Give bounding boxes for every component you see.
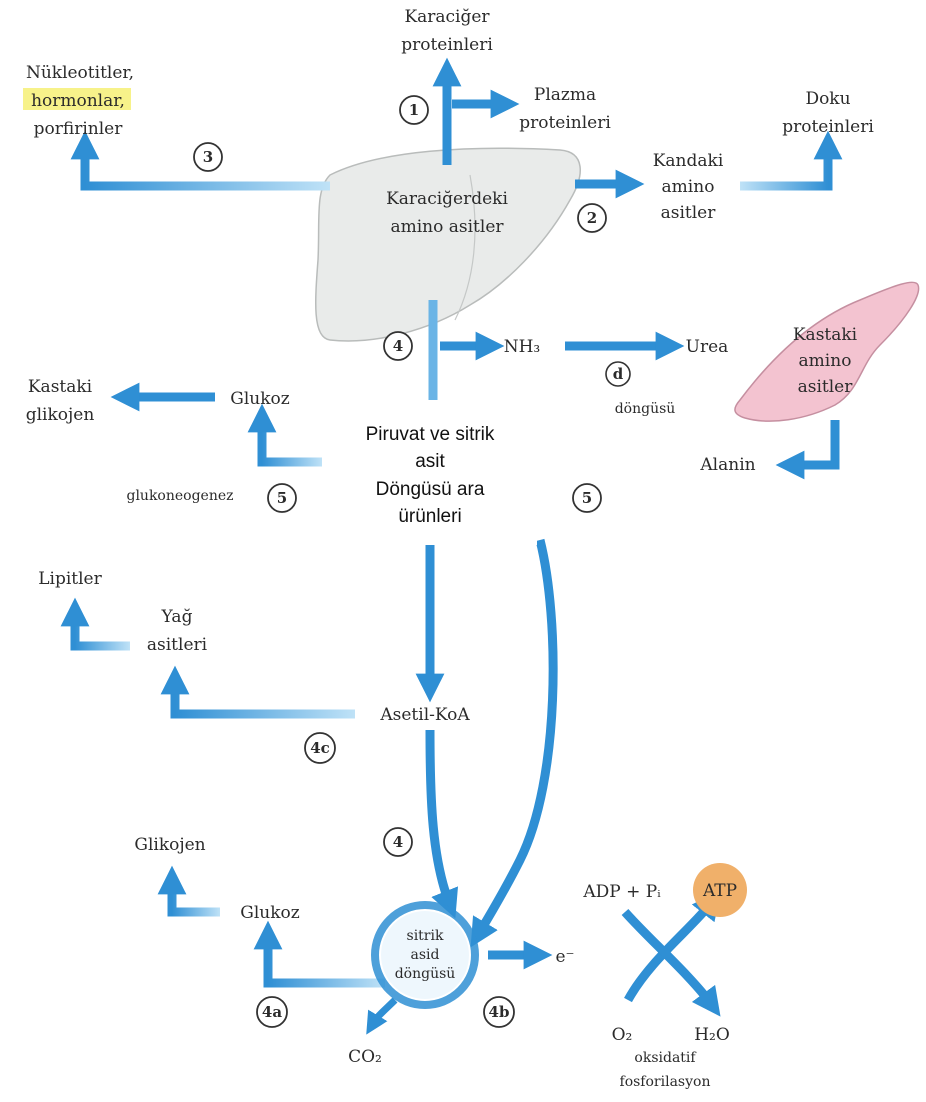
- muscle-shape: [734, 281, 920, 422]
- arrow-adp-curve: [621, 909, 721, 1017]
- label-urea: Urea: [686, 337, 729, 357]
- label-kastaki-amino-1: Kastaki: [793, 325, 858, 345]
- svg-text:4: 4: [393, 833, 403, 851]
- citric-cycle-inner: [381, 911, 469, 999]
- arrow-to-co2: [366, 997, 398, 1035]
- step-5-right: 5: [572, 483, 602, 513]
- step-4-mid: 4: [383, 827, 413, 857]
- svg-text:4: 4: [393, 337, 403, 355]
- label-oksidatif-2: fosforilasyon: [620, 1074, 711, 1090]
- step-4b: 4b: [483, 996, 515, 1028]
- label-co2: CO₂: [348, 1047, 382, 1067]
- label-yag-1: Yağ: [161, 607, 193, 627]
- label-adp: ADP + Pᵢ: [582, 882, 661, 902]
- step-1: 1: [399, 95, 429, 125]
- step-markers: 1 3 2 4 d 5 5 4c 4 4a 4b: [193, 95, 631, 1028]
- label-karaciger-proteinleri-2: proteinleri: [401, 35, 493, 55]
- arrow-muscle-to-alanine: [775, 420, 840, 480]
- label-oksidatif-1: oksidatif: [634, 1050, 697, 1066]
- label-doku-proteinleri-1: Doku: [805, 89, 850, 109]
- label-yag-2: asitleri: [147, 635, 208, 655]
- label-h2o: H₂O: [694, 1025, 730, 1045]
- step-5-left: 5: [267, 483, 297, 513]
- label-glukoz-bottom: Glukoz: [240, 903, 300, 923]
- central-box: [322, 405, 537, 545]
- label-doku-proteinleri-2: proteinleri: [782, 117, 874, 137]
- label-o2: O₂: [612, 1025, 633, 1045]
- label-atp: ATP: [702, 881, 737, 901]
- step-2: 2: [577, 203, 607, 233]
- svg-text:5: 5: [277, 489, 287, 507]
- box-line-1: Piruvat ve sitrik: [366, 424, 495, 445]
- step-4c: 4c: [304, 732, 336, 764]
- label-kandaki-2: amino: [662, 177, 715, 197]
- label-glukoz-top: Glukoz: [230, 389, 290, 409]
- label-kandaki-1: Kandaki: [653, 151, 724, 171]
- labels: Karaciğer proteinleri Plazma proteinleri…: [26, 7, 875, 1090]
- label-asetil-koa: Asetil-KoA: [379, 705, 470, 725]
- label-lipitler: Lipitler: [38, 569, 102, 589]
- label-kastaki-amino-2: amino: [799, 351, 852, 371]
- label-kastaki-glikojen-2: glikojen: [26, 405, 95, 425]
- svg-text:2: 2: [587, 209, 597, 227]
- citric-cycle-ring: [371, 901, 479, 1009]
- label-plazma-proteinleri-2: proteinleri: [519, 113, 611, 133]
- svg-text:d: d: [613, 365, 624, 383]
- label-e-minus: e⁻: [555, 947, 574, 967]
- label-karacigerdeki-1: Karaciğerdeki: [386, 189, 508, 209]
- box-line-3: Döngüsü ara: [376, 479, 485, 500]
- svg-text:1: 1: [409, 101, 419, 119]
- step-3: 3: [193, 142, 223, 172]
- label-kastaki-glikojen-1: Kastaki: [28, 377, 93, 397]
- label-karacigerdeki-2: amino asitler: [390, 217, 504, 237]
- arrow-to-lipids: [60, 597, 130, 651]
- label-karaciger-proteinleri-1: Karaciğer: [404, 7, 490, 27]
- box-line-4: ürünleri: [398, 506, 461, 527]
- svg-text:4c: 4c: [310, 739, 330, 757]
- step-4a: 4a: [256, 996, 288, 1028]
- label-dongusu: döngüsü: [615, 401, 676, 417]
- atp-circle: [693, 863, 747, 917]
- label-porfirinler: porfirinler: [34, 119, 124, 139]
- svg-text:4a: 4a: [262, 1003, 282, 1021]
- liver-lobe-line: [454, 174, 476, 321]
- arrow-box-to-cycle: [470, 538, 558, 948]
- step-4d: d: [605, 361, 631, 387]
- svg-text:4b: 4b: [489, 1003, 510, 1021]
- label-kandaki-3: asitler: [661, 203, 717, 223]
- liver-shape: [314, 147, 581, 342]
- arrow-acetyl-to-cycle: [425, 729, 459, 919]
- arrow-to-fatty-acids: [160, 665, 355, 719]
- label-alanin: Alanin: [699, 455, 755, 475]
- step-4-top: 4: [383, 331, 413, 361]
- arrow-to-nucleotides: [70, 130, 330, 191]
- arrow-cycle-to-glucose: [253, 920, 385, 988]
- label-nh3: NH₃: [504, 337, 541, 357]
- label-sitrik-1: sitrik: [407, 928, 444, 944]
- box-line-2: asit: [415, 451, 445, 472]
- label-plazma-proteinleri-1: Plazma: [534, 85, 596, 105]
- hormonlar-highlight: [23, 88, 131, 110]
- label-glikojen: Glikojen: [134, 835, 205, 855]
- arrow-gluconeogenesis: [247, 403, 322, 467]
- svg-text:5: 5: [582, 489, 592, 507]
- arrow-to-glycogen: [157, 865, 220, 917]
- label-sitrik-2: asid: [411, 947, 440, 963]
- svg-text:3: 3: [203, 148, 213, 166]
- label-glukoneogenez: glukoneogenez: [126, 488, 233, 504]
- label-hormonlar: hormonlar,: [31, 91, 125, 111]
- pathway-arrows: [60, 57, 843, 1017]
- label-sitrik-3: döngüsü: [395, 966, 456, 982]
- label-nukleotitler: Nükleotitler,: [26, 63, 134, 83]
- label-kastaki-amino-3: asitler: [798, 377, 854, 397]
- arrow-to-tissue-proteins: [740, 130, 843, 191]
